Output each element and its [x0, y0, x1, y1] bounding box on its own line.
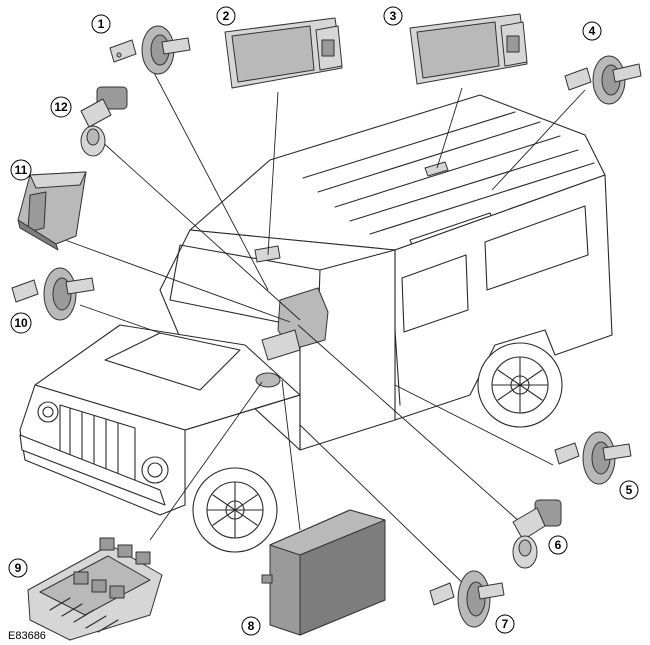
callout-7: 7	[495, 614, 515, 634]
control-module-8	[261, 509, 386, 636]
fuse-box-9	[27, 537, 163, 641]
callout-1: 1	[91, 14, 111, 34]
callout-12: 12	[50, 96, 72, 118]
callout-label: 10	[14, 316, 28, 330]
callout-label: 2	[223, 9, 230, 23]
door-switch-7	[429, 570, 505, 628]
interior-lamp-2	[224, 17, 343, 89]
callout-2: 2	[216, 6, 236, 26]
callout-4: 4	[582, 21, 602, 41]
callout-11: 11	[10, 159, 32, 181]
callout-label: 1	[98, 17, 105, 31]
callout-label: 6	[555, 538, 562, 552]
door-switch-10	[11, 267, 95, 321]
door-switch-1	[109, 25, 191, 75]
callout-label: 9	[15, 561, 22, 575]
bulb-holder-6	[512, 499, 562, 569]
callout-6: 6	[548, 535, 568, 555]
bulb-holder-12	[80, 86, 128, 157]
callout-9: 9	[8, 558, 28, 578]
door-switch-5	[554, 431, 632, 485]
callout-label: 12	[54, 100, 68, 114]
callout-label: 8	[248, 619, 255, 633]
callout-label: 5	[626, 483, 633, 497]
door-switch-4	[564, 55, 642, 105]
callout-label: 11	[15, 163, 28, 177]
vehicle-illustration	[19, 94, 613, 553]
figure-reference-code: E83686	[8, 630, 46, 642]
leader-lines	[64, 64, 586, 591]
callout-5: 5	[619, 480, 639, 500]
callout-label: 7	[502, 617, 509, 631]
callout-8: 8	[241, 616, 261, 636]
callout-10: 10	[10, 312, 32, 334]
callout-3: 3	[383, 6, 403, 26]
callout-label: 3	[390, 9, 397, 23]
callout-label: 4	[589, 24, 596, 38]
interior-lamp-3	[409, 13, 528, 85]
rocker-switch-11	[17, 171, 87, 251]
